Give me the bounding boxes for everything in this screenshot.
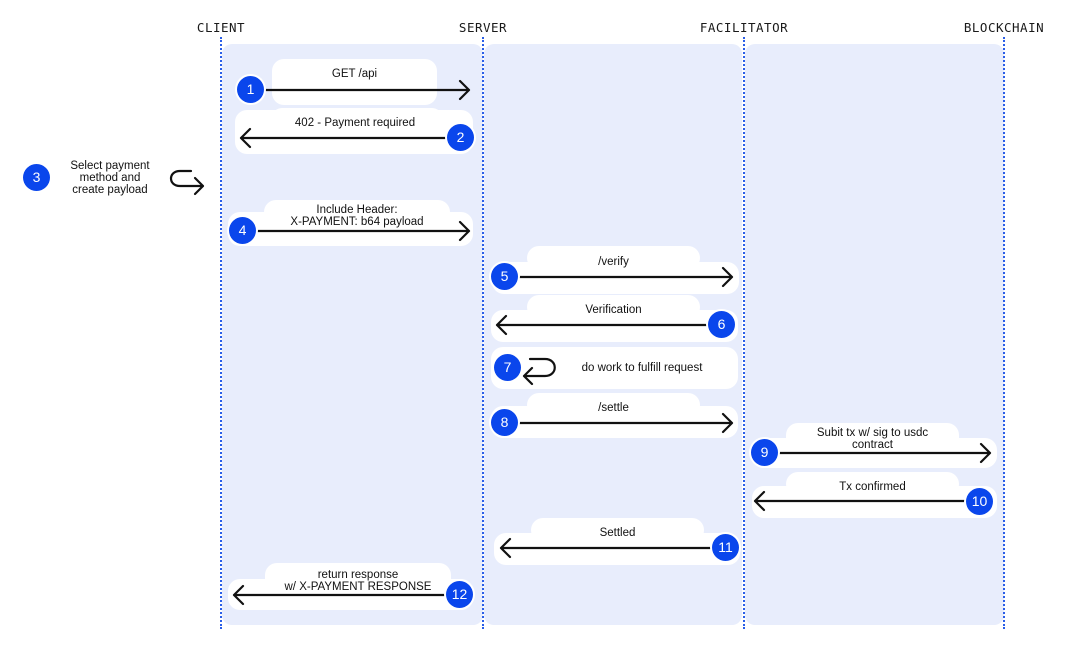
step-1-bubble: [272, 59, 437, 105]
step-6-label: Verification: [585, 304, 642, 316]
step-9-label-line-2: contract: [852, 439, 893, 451]
step-12-label: return response w/ X-PAYMENT RESPONSE: [265, 569, 451, 593]
step-3-label-line-2: method and: [79, 172, 141, 184]
step-2-label: 402 - Payment required: [294, 117, 416, 129]
step-7-label: do work to fulfill request: [581, 362, 703, 374]
step-9-bubble-top: [786, 423, 959, 453]
step-12-bubble-top: [265, 563, 451, 591]
step-9-label-line-1: Subit tx w/ sig to usdc: [816, 427, 929, 439]
step-3-bubble: [20, 154, 205, 202]
step-9-number: 9: [751, 439, 778, 466]
step-3-loop-arrow: [169, 169, 205, 196]
lane-label-client: CLIENT: [196, 20, 246, 35]
step-7-loop-arrow: [522, 357, 556, 386]
client-lifeline: [220, 37, 222, 629]
step-4-label-line-2: X-PAYMENT: b64 payload: [290, 216, 424, 228]
step-5-arrow: [517, 266, 734, 288]
step-12-label-line-2: w/ X-PAYMENT RESPONSE: [284, 581, 432, 593]
step-5-label: /verify: [598, 256, 629, 268]
lane-label-server: SERVER: [458, 20, 508, 35]
step-6-number: 6: [708, 311, 735, 338]
facilitator-lane-panel: [745, 44, 1004, 625]
server-lifeline: [482, 37, 484, 629]
step-10-number: 10: [966, 488, 993, 515]
step-11-label: Settled: [599, 527, 636, 539]
step-2-arrow: [239, 127, 450, 149]
step-4-label: Include Header: X-PAYMENT: b64 payload: [264, 204, 450, 228]
step-3-number: 3: [23, 164, 50, 191]
step-3-label-line-3: create payload: [72, 184, 148, 196]
step-3-label: Select payment method and create payload: [56, 160, 164, 196]
step-11-arrow: [499, 537, 714, 559]
step-6-arrow: [495, 314, 709, 336]
step-8-bubble-top: [527, 393, 700, 417]
step-2-number: 2: [447, 124, 474, 151]
step-2-bubble-top: [272, 108, 442, 128]
step-6-bubble-top: [527, 295, 700, 319]
step-8-label: /settle: [598, 402, 629, 414]
facilitator-lifeline: [743, 37, 745, 629]
lane-label-facilitator: FACILITATOR: [699, 20, 789, 35]
step-4-arrow: [254, 220, 471, 242]
step-1-label: GET /api: [331, 68, 378, 80]
step-7-number: 7: [494, 354, 521, 381]
step-11-number: 11: [712, 534, 739, 561]
step-10-label: Tx confirmed: [839, 481, 906, 493]
step-9-arrow: [776, 442, 992, 464]
lane-label-blockchain: BLOCKCHAIN: [963, 20, 1045, 35]
step-12-label-line-1: return response: [317, 569, 399, 581]
step-5-bubble-top: [527, 246, 700, 270]
step-12-number: 12: [446, 581, 473, 608]
step-4-label-line-1: Include Header:: [316, 204, 398, 216]
step-10-arrow: [753, 490, 968, 512]
step-8-arrow: [517, 412, 734, 434]
step-8-number: 8: [491, 409, 518, 436]
step-12-arrow: [232, 584, 448, 606]
step-5-number: 5: [491, 263, 518, 290]
step-3-label-line-1: Select payment: [70, 160, 150, 172]
step-4-bubble-top: [264, 200, 450, 224]
step-1-arrow: [260, 79, 471, 101]
step-1-number: 1: [237, 76, 264, 103]
step-4-number: 4: [229, 217, 256, 244]
blockchain-lifeline: [1003, 37, 1005, 629]
step-9-label: Subit tx w/ sig to usdc contract: [786, 427, 959, 451]
step-10-bubble-top: [786, 472, 959, 496]
step-11-bubble-top: [531, 518, 704, 542]
